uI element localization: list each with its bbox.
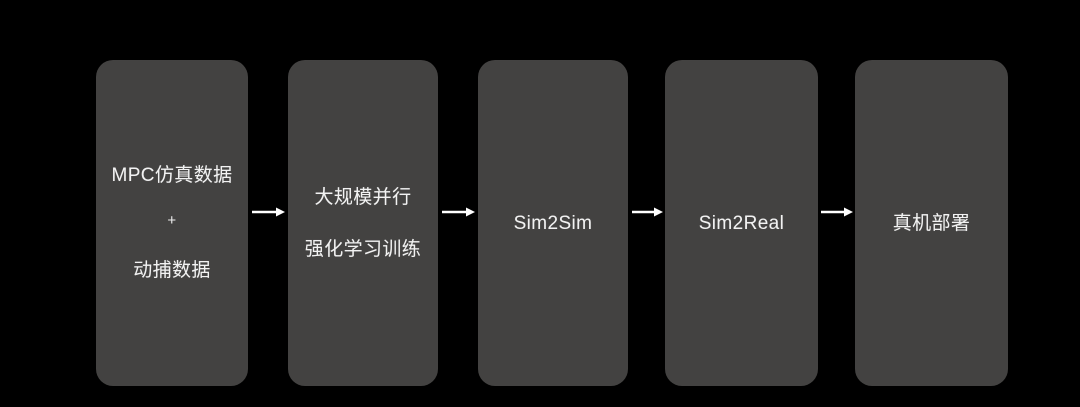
stage-label-line: Sim2Real: [698, 212, 785, 234]
stage-label-line: MPC仿真数据: [111, 165, 233, 186]
arrow-right-icon: [442, 207, 475, 217]
arrow-right-icon: [632, 207, 663, 217]
arrow-right-icon: [821, 207, 853, 217]
stage-label-line: Sim2Sim: [513, 212, 593, 234]
stage-label-line: 强化学习训练: [304, 238, 422, 260]
stage-box-sim2sim: Sim2Sim: [478, 60, 628, 386]
stage-box-real-robot-deployment: 真机部署: [855, 60, 1008, 386]
stage-box-training: 大规模并行 强化学习训练: [288, 60, 438, 386]
stage-label-plus: +: [167, 212, 177, 229]
stage-label-line: 真机部署: [892, 212, 971, 234]
stage-label-line: 动捕数据: [133, 260, 211, 281]
arrow-right-icon: [252, 207, 285, 217]
stage-box-sim2real: Sim2Real: [665, 60, 818, 386]
stage-label-line: 大规模并行: [314, 186, 412, 208]
stage-box-data-sources: MPC仿真数据 + 动捕数据: [96, 60, 248, 386]
